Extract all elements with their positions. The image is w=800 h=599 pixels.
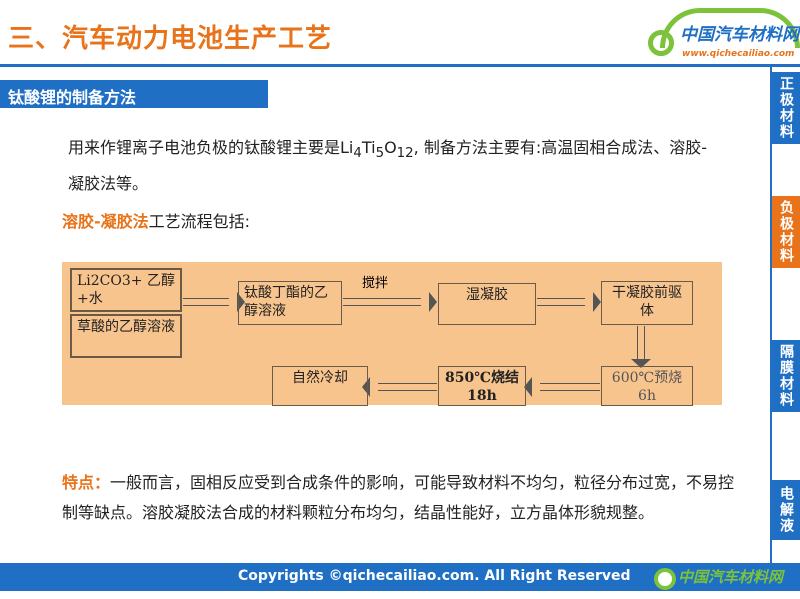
features-paragraph: 特点：一般而言，固相反应受到合成条件的影响，可能导致材料不均匀，粒径分布过宽，不… [62, 473, 735, 522]
sidebar-item-separator[interactable]: 隔膜材料 [772, 340, 800, 412]
arrow-right-icon [183, 291, 245, 312]
process-flowchart: Li2CO3+ 乙醇+水 草酸的乙醇溶液 钛酸丁酯的乙醇溶液 搅拌 湿凝胶 干凝… [62, 262, 722, 406]
logo-url: www.qichecailiao.com [682, 49, 795, 59]
box-oxalic: 草酸的乙醇溶液 [70, 314, 182, 358]
box-wet-gel: 湿凝胶 [438, 283, 536, 325]
q-logo-icon [648, 30, 674, 56]
site-logo[interactable]: 中国汽车材料网 www.qichecailiao.com [640, 4, 800, 62]
logo-text: 中国汽车材料网 [680, 25, 799, 45]
arrow-right-icon [343, 291, 437, 312]
intro-paragraph: 用来作锂离子电池负极的钛酸锂主要是Li4Ti5O12, 制备方法主要有:高温固相… [68, 138, 707, 194]
method-line: 溶胶-凝胶法工艺流程包括: [62, 212, 251, 231]
sidebar-item-cathode[interactable]: 正极材料 [772, 72, 800, 144]
section-title: 钛酸锂的制备方法 [0, 80, 268, 108]
box-cooling: 自然冷却 [272, 366, 368, 406]
sidebar-divider [770, 66, 772, 563]
arrow-right-icon [537, 291, 601, 312]
q-logo-icon [654, 568, 676, 590]
page-title: 三、汽车动力电池生产工艺 [8, 24, 333, 54]
box-butyl-titanate: 钛酸丁酯的乙醇溶液 [238, 281, 342, 325]
box-li2co3: Li2CO3+ 乙醇+水 [70, 268, 182, 312]
arrow-left-icon [524, 376, 600, 397]
stir-label: 搅拌 [362, 276, 389, 291]
footer-logo: 中国汽车材料网 [650, 552, 800, 599]
header-divider [0, 64, 800, 67]
arrow-left-icon [362, 376, 437, 397]
box-dry-gel: 干凝胶前驱体 [601, 281, 693, 325]
sidebar-item-anode[interactable]: 负极材料 [772, 196, 800, 268]
sidebar-item-electrolyte[interactable]: 电解液 [772, 480, 800, 540]
footer-logo-text: 中国汽车材料网 [678, 568, 784, 586]
arrow-down-icon [630, 326, 651, 368]
